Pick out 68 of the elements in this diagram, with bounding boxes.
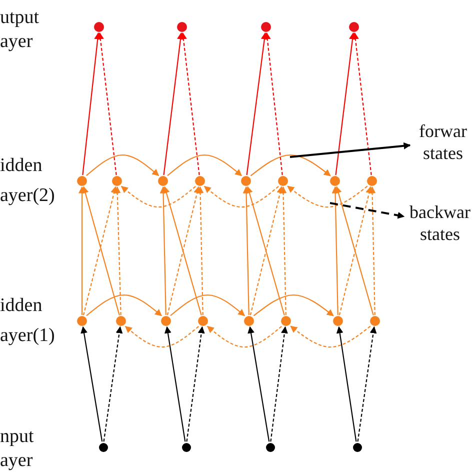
dashed-arrow [287,186,368,208]
dashed-arrow [180,32,200,176]
dashed-arrow [103,326,123,442]
arrow [336,326,357,442]
callout-arrow [330,202,405,219]
arrow [246,32,268,176]
arrow [167,154,242,176]
callout-arrow [290,142,411,158]
neuron-circle [367,176,377,186]
neuron-circle [161,316,171,326]
arrow [250,154,331,176]
callout-text: forwar states [418,120,468,164]
dashed-arrow [290,326,371,348]
neuron-circle [94,22,104,32]
layer-label: utput ayer [0,6,40,54]
arrow [86,154,160,176]
dashed-arrow [264,32,283,176]
neuron-circle [98,442,108,452]
dashed-arrow [186,326,205,442]
neuron-circle [241,176,251,186]
arrow [80,326,103,442]
neuron-circle [261,22,271,32]
arrow [164,326,186,442]
neuron-circle [330,176,340,186]
dashed-arrow [206,326,282,348]
layer-label: nput ayer [0,425,35,473]
neuron-circle [77,316,87,326]
dashed-arrow [120,186,196,208]
neuron-circle [158,176,168,186]
neuron-circle [195,176,205,186]
dashed-arrow [368,186,376,316]
neuron-circle [281,316,291,326]
arrow [86,294,162,316]
arrow [82,32,102,176]
arrow [163,32,184,176]
neuron-circle [266,442,274,452]
layer-label: idden ayer(2) [0,154,56,208]
neuron-circle [333,316,343,326]
neuron-circle [278,176,288,186]
neuron-circle [77,176,87,186]
neuron-circle [349,22,359,32]
dashed-arrow [270,326,288,442]
neuron-circle [352,442,362,452]
arrow [170,294,246,316]
arrow [160,186,167,316]
dashed-arrow [96,32,117,176]
neuron-circle [182,442,190,452]
dashed-arrow [204,186,279,208]
dashed-arrow [280,186,287,316]
neuron-circle [112,176,122,186]
arrow [248,326,270,442]
callout-text: backwar states [408,201,472,245]
dashed-arrow [352,32,372,176]
neuron-circle [244,316,254,326]
dashed-arrow [114,186,122,316]
dashed-arrow [124,326,199,348]
arrow [242,186,250,316]
arrow [335,32,356,176]
neuron-circle [370,316,380,326]
arrow [332,186,339,316]
dashed-arrow [357,326,377,442]
arrow [78,186,86,315]
dashed-arrow [196,186,204,316]
arrow [253,294,334,316]
neuron-circle [198,316,208,326]
neuron-circle [116,316,126,326]
neuron-circle [177,22,187,32]
layer-label: idden ayer(1) [0,294,56,348]
